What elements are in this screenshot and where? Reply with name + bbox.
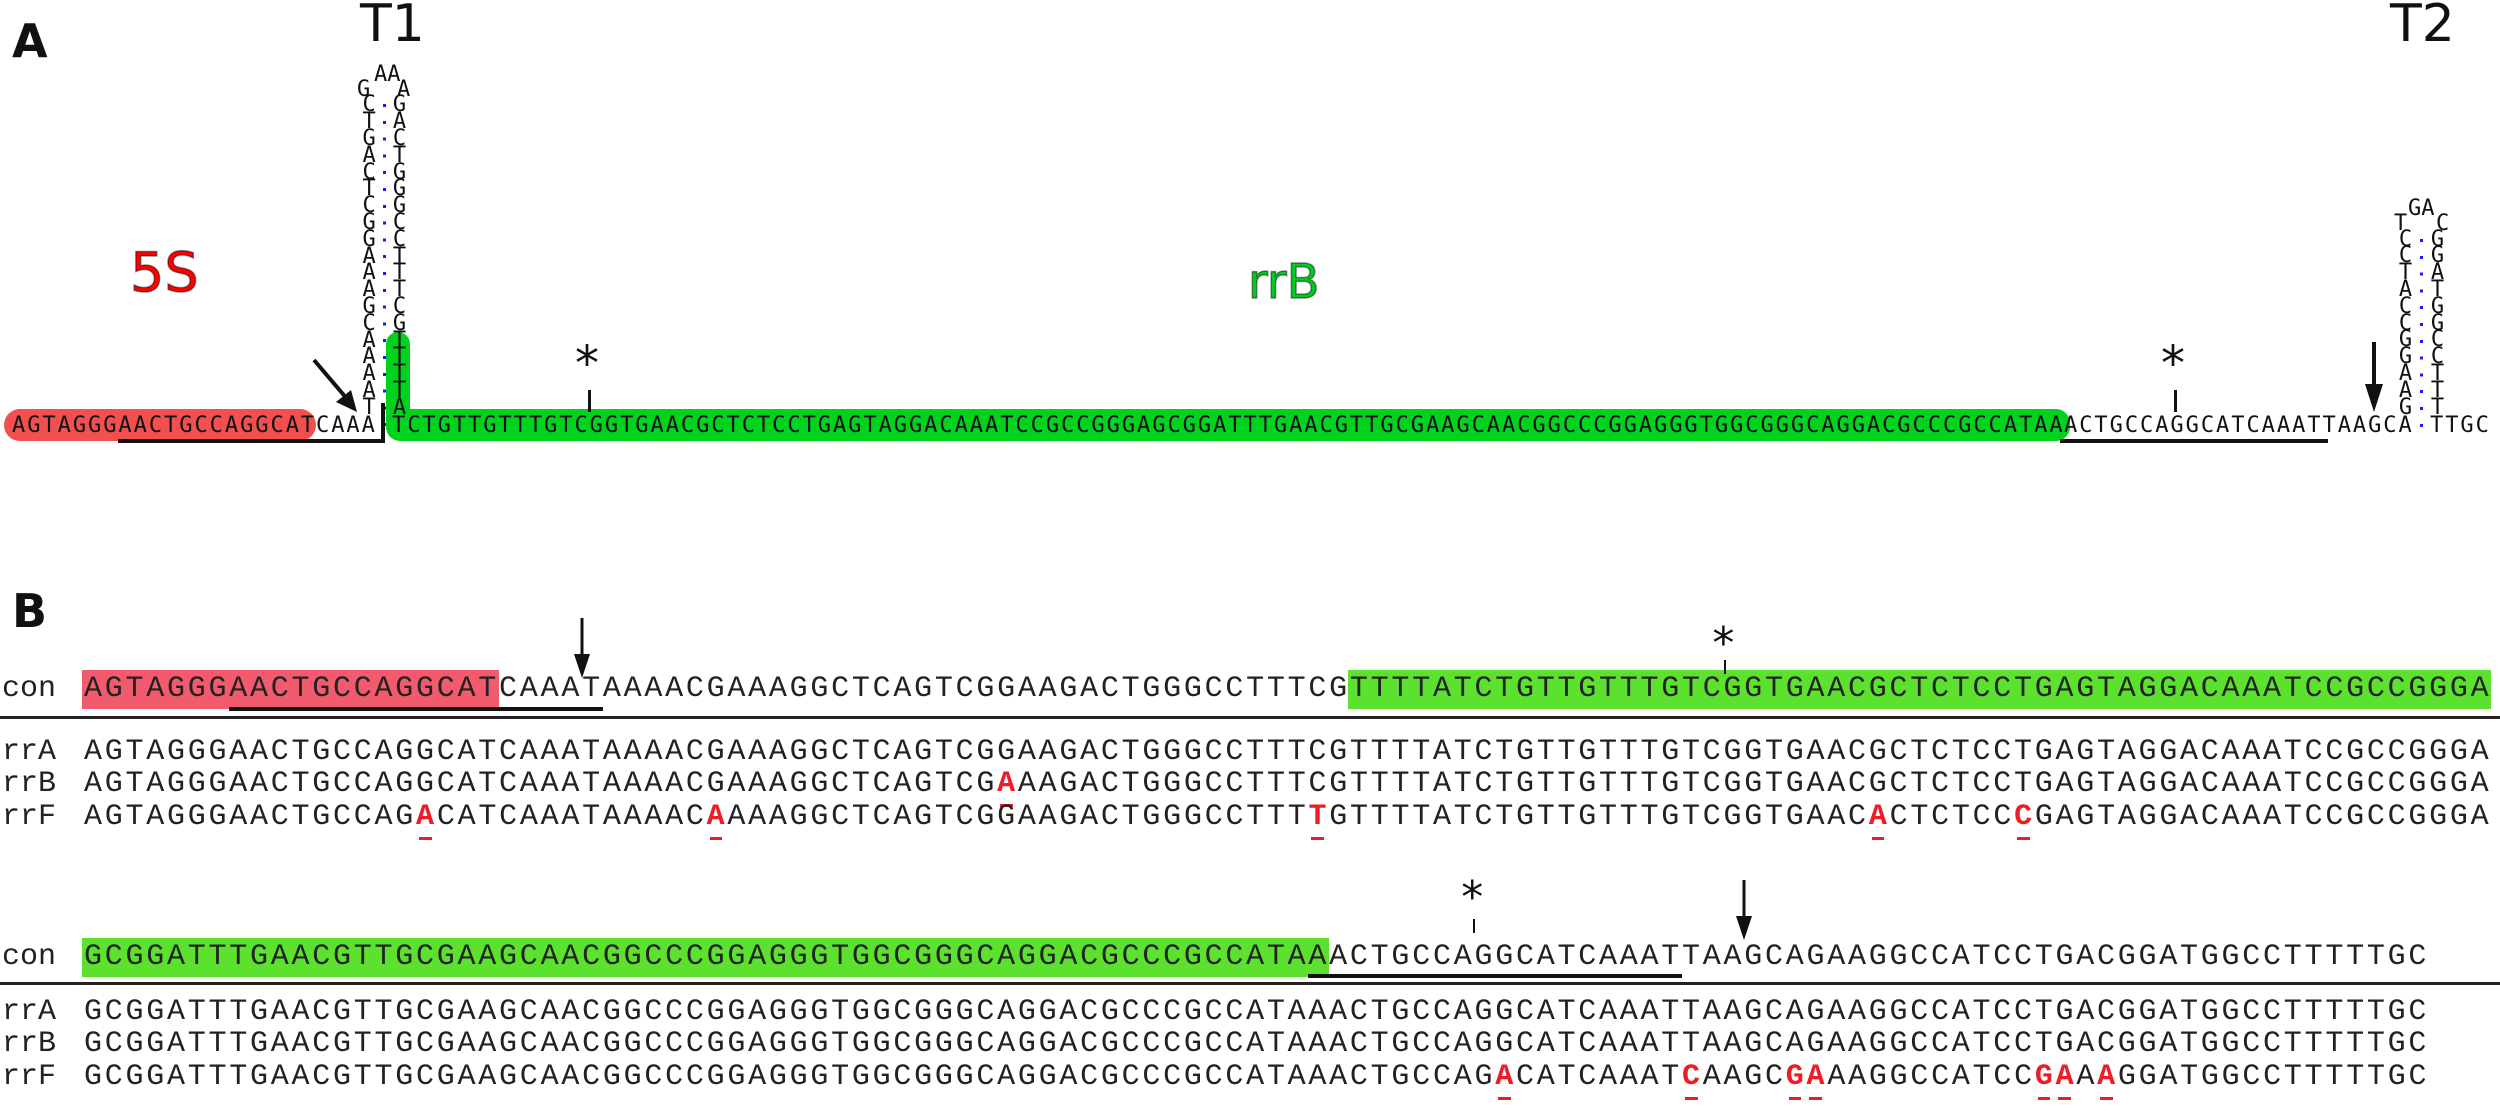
- t2-stem-right: GGATGGCCTTT: [2430, 226, 2445, 420]
- rrb-highlight: [386, 409, 2070, 441]
- row-label-rrf: rrF: [2, 800, 57, 834]
- row-label-rra: rrA: [2, 735, 57, 769]
- consensus-rrb-highlight: [1347, 670, 2491, 709]
- sequence-row-rrf: GCGGATTTGAACGTTGCGAAGCAACGGCCCGGAGGGTGGC…: [84, 1060, 2430, 1094]
- sequence-row-rrb: AGTAGGGAACTGCCAGGCATCAAATAAAACGAAAGGCTCA…: [84, 767, 2492, 801]
- mismatch-base: A: [997, 767, 1018, 801]
- mismatch-base: C: [1682, 1060, 1703, 1094]
- sequence-row-rrb: GCGGATTTGAACGTTGCGAAGCAACGGCCCGGAGGGTGGC…: [84, 1027, 2430, 1061]
- mismatch-underline: [1498, 1097, 1511, 1100]
- row-label-con: con: [2, 940, 57, 974]
- mismatch-underline: [709, 837, 723, 840]
- asterisk-marker-1: *: [575, 336, 599, 392]
- mismatch-underline: [2058, 1097, 2071, 1100]
- mismatch-base: C: [2014, 800, 2035, 834]
- 5s-repeat-underline: [118, 439, 384, 443]
- mismatch-base: A: [2055, 1060, 2077, 1094]
- t1-stem-left: CTGACTCGGAAAGCAAAAT: [362, 92, 376, 420]
- mismatch-underline: [1684, 1097, 1698, 1100]
- asterisk-tick: [1473, 919, 1476, 933]
- asterisk-tick: [1724, 660, 1727, 674]
- t1-loop-left: G: [357, 77, 371, 102]
- terminator-t2-label: T2: [2390, 0, 2455, 54]
- mismatch-base: A: [1495, 1060, 1516, 1094]
- row-label-rrb: rrB: [2, 767, 57, 801]
- t2-loop-left: T: [2394, 211, 2408, 236]
- t1-bracket: [381, 403, 385, 443]
- row-label-rrb: rrB: [2, 1027, 57, 1061]
- 5s-highlight: [4, 409, 316, 441]
- spacer-sequence: CAAA: [316, 413, 377, 438]
- mismatch-underline: [2016, 837, 2030, 840]
- alignment-separator: [0, 982, 2500, 985]
- consensus-rrb-highlight: [82, 938, 1329, 977]
- asterisk-tick-2: [2174, 390, 2177, 412]
- mismatch-underline: [1871, 837, 1885, 840]
- mismatch-underline: [1311, 837, 1324, 840]
- asterisk-marker: *: [1461, 872, 1484, 923]
- consensus-5s-highlight: [82, 670, 499, 709]
- mismatch-base: A: [1868, 800, 1890, 834]
- downstream-sequence: ACTGCCAGGCATCAAATTAAGCA: [2064, 413, 2414, 438]
- t2-loop-top: GA: [2408, 196, 2435, 221]
- asterisk-marker-2: *: [2161, 336, 2185, 392]
- t1-loop-right: A: [397, 77, 411, 102]
- terminator-t1-label: T1: [360, 0, 425, 54]
- t1-base-pair-dots: [382, 97, 386, 434]
- mismatch-underline: [1788, 1097, 1802, 1100]
- mismatch-base: A: [706, 800, 728, 834]
- mismatch-underline: [1809, 1097, 1822, 1100]
- rrb-sequence: TCTGTTGTTTGTCGGTGAACGCTCTCCTGAGTAGGACAAA…: [392, 413, 2065, 438]
- mismatch-underline: [1000, 804, 1013, 807]
- panel-b-label: B: [12, 584, 48, 638]
- mismatch-base: A: [416, 800, 437, 834]
- mismatch-base: G: [2034, 1060, 2056, 1094]
- 5s-sequence: AGTAGGGAACTGCCAGGCAT: [12, 413, 317, 438]
- consensus-sequence: AGTAGGGAACTGCCAGGCATCAAATAAAACGAAAGGCTCA…: [84, 672, 2492, 706]
- mismatch-base: G: [1785, 1060, 1807, 1094]
- mismatch-underline: [419, 837, 432, 840]
- cleavage-arrow-icon: [574, 618, 590, 678]
- mismatch-underline: [2099, 1097, 2113, 1100]
- repeat-underline: [1308, 974, 1682, 978]
- sequence-row-rra: AGTAGGGAACTGCCAGGCATCAAATAAAACGAAAGGCTCA…: [84, 735, 2492, 769]
- sequence-row-rrf: AGTAGGGAACTGCCAGACATCAAATAAAACAAAAGGCTCA…: [84, 800, 2492, 834]
- asterisk-marker: *: [1712, 618, 1735, 669]
- mismatch-base: T: [1308, 800, 1330, 834]
- alignment-separator: [0, 716, 2500, 719]
- asterisk-tick-1: [588, 390, 591, 412]
- t1-cleavage-arrow-icon: [312, 358, 357, 412]
- consensus-sequence: GCGGATTTGAACGTTGCGAAGCAACGGCCCGGAGGGTGGC…: [84, 940, 2430, 974]
- rrb-label: rrB: [1247, 254, 1320, 310]
- tail-sequence: TTGC: [2430, 413, 2491, 438]
- t2-stem-left: CCTACCGGAAG: [2398, 226, 2413, 420]
- t2-loop-right: C: [2436, 211, 2450, 236]
- 5s-label: 5S: [129, 241, 199, 304]
- t2-base-pair-dots: [2420, 231, 2423, 434]
- cleavage-arrow-icon: [1736, 880, 1752, 940]
- sequence-row-rra: GCGGATTTGAACGTTGCGAAGCAACGGCCCGGAGGGTGGC…: [84, 995, 2430, 1029]
- mismatch-base: A: [2097, 1060, 2118, 1094]
- t1-stem-right: GACTGGGCCTTTCGTTTTA: [392, 92, 407, 420]
- t2-cleavage-arrow-icon: [2365, 342, 2383, 412]
- row-label-rrf: rrF: [2, 1060, 57, 1094]
- mismatch-base: A: [1806, 1060, 1828, 1094]
- t1-loop-top: AA: [374, 62, 401, 87]
- rrb-stem-highlight: [386, 332, 410, 432]
- repeat-underline: [229, 707, 603, 711]
- panel-a-label: A: [12, 14, 48, 68]
- mismatch-underline: [2037, 1097, 2051, 1100]
- row-label-con: con: [2, 672, 57, 706]
- downstream-repeat-underline: [2060, 439, 2328, 443]
- row-label-rra: rrA: [2, 995, 57, 1029]
